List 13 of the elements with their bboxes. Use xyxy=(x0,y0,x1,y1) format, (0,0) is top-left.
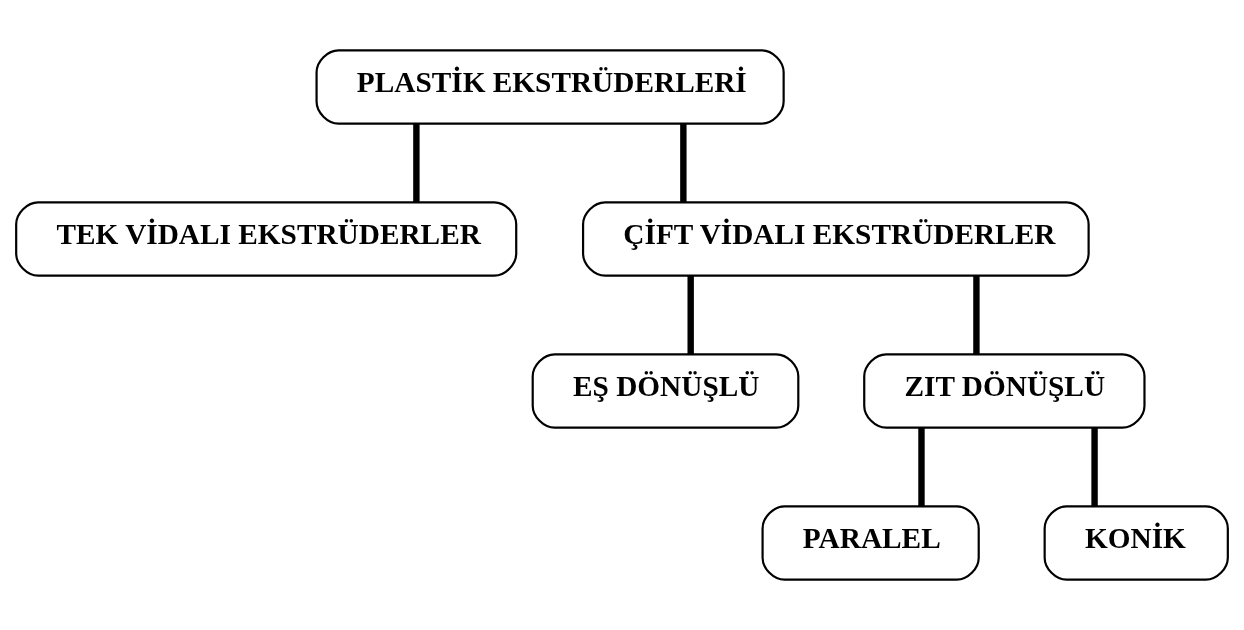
connector xyxy=(973,275,980,355)
node-box: PARALEL xyxy=(761,505,980,581)
connector xyxy=(680,123,687,202)
connector xyxy=(918,427,925,507)
node-box: ZIT DÖNÜŞLÜ xyxy=(863,353,1146,429)
connector xyxy=(1091,427,1098,507)
node-box: TEK VİDALI EKSTRÜDERLER xyxy=(15,201,518,277)
node-box: ÇİFT VİDALI EKSTRÜDERLER xyxy=(582,201,1090,277)
node-box: KONİK xyxy=(1043,505,1229,581)
node-box: PLASTİK EKSTRÜDERLERİ xyxy=(315,49,785,125)
connector xyxy=(687,275,694,355)
node-box: EŞ DÖNÜŞLÜ xyxy=(531,353,800,429)
connector xyxy=(413,123,420,202)
